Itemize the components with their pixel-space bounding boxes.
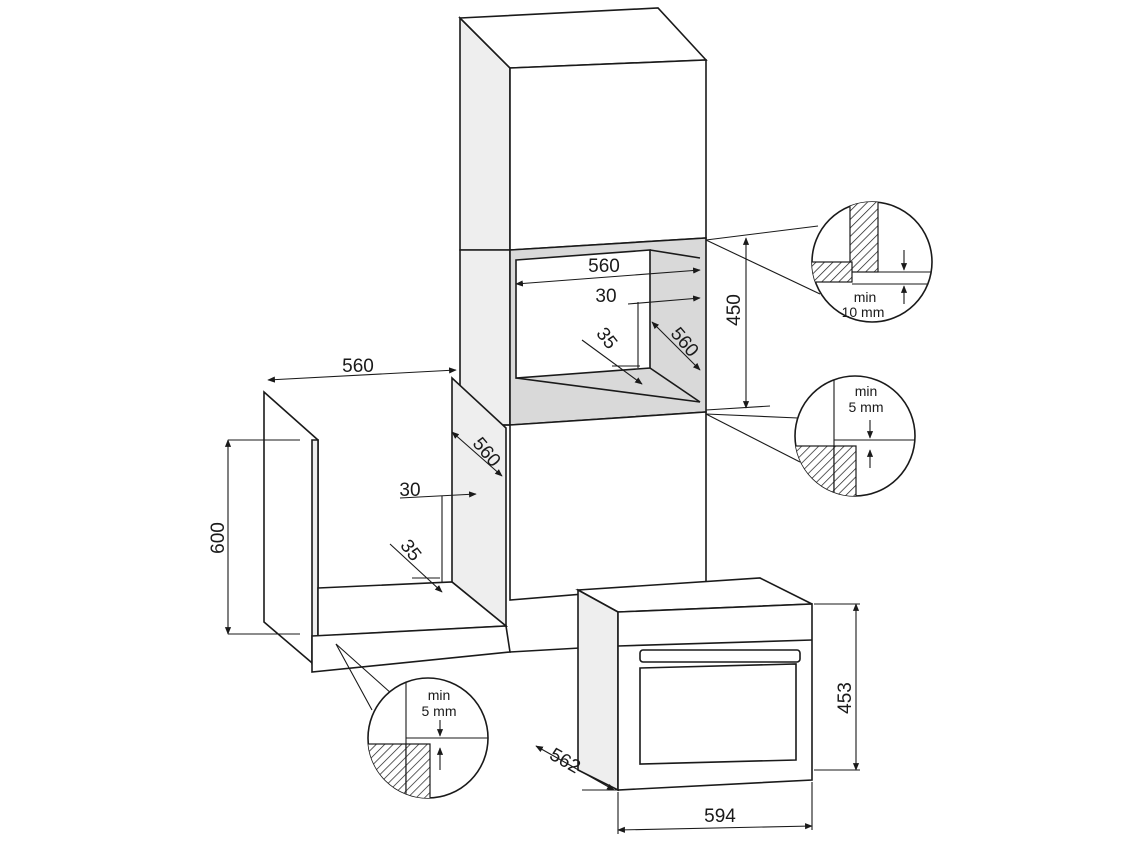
top-min-label: min (854, 289, 877, 305)
dimension-lines (224, 237, 860, 834)
lower-width-label: 560 (342, 356, 374, 377)
upper-gap-30-label: 30 (595, 286, 616, 307)
middle-min-label: min (855, 383, 878, 399)
detail-bottom: min 5 mm (335, 643, 489, 799)
upper-niche-back (515, 249, 651, 379)
base-cabinet-left-edge (311, 439, 319, 670)
tall-cabinet-front-upper (509, 59, 707, 251)
bottom-min-label: min (428, 687, 451, 703)
oven (575, 577, 813, 792)
lower-gap-35-label: 35 (396, 536, 426, 566)
lower-gap-30-label: 30 (399, 480, 420, 501)
oven-handle (639, 649, 801, 663)
bottom-min-value: 5 mm (422, 703, 457, 719)
oven-window (639, 663, 797, 765)
base-cabinet-left-panel (263, 390, 319, 670)
detail-top: min 10 mm (705, 201, 933, 323)
tall-cabinet-front-lower (509, 411, 707, 601)
lower-height-label: 600 (208, 522, 229, 554)
top-min-value: 10 mm (842, 304, 885, 320)
upper-height-label: 450 (724, 294, 745, 326)
oven-width-label: 594 (704, 806, 736, 827)
oven-height-label: 453 (835, 682, 856, 714)
oven-side (577, 588, 619, 792)
detail-middle: min 5 mm (705, 375, 916, 497)
middle-min-value: 5 mm (849, 399, 884, 415)
upper-width-label: 560 (588, 256, 620, 277)
